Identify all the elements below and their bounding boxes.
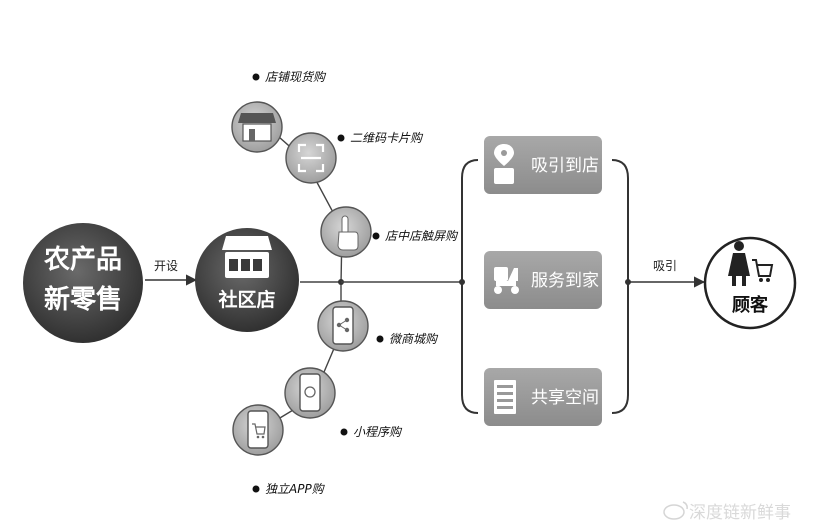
edge-label-attract: 吸引 — [653, 259, 677, 273]
store-icon — [222, 236, 272, 278]
channel-label-1: 店铺现货购 — [252, 70, 327, 84]
source-node: 农产品 新零售 — [23, 223, 143, 343]
svg-text:店中店触屏购: 店中店触屏购 — [385, 229, 459, 243]
channel-touchscreen — [320, 206, 372, 258]
channel-label-4: 微商城购 — [376, 332, 439, 346]
watermark: 深度链新鲜事 — [663, 501, 791, 523]
phone-cart-icon — [247, 410, 269, 449]
svg-text:独立APP购: 独立APP购 — [265, 482, 326, 496]
service-label-2: 服务到家 — [531, 271, 599, 291]
qr-scan-icon — [297, 143, 325, 173]
shelf-icon — [494, 380, 516, 414]
scooter-icon — [494, 267, 519, 294]
weibo-logo-icon — [663, 501, 688, 520]
service-label-1: 吸引到店 — [531, 156, 599, 176]
shopper-icon — [728, 241, 774, 286]
right-bracket — [611, 159, 629, 414]
svg-text:深度链新鲜事: 深度链新鲜事 — [689, 503, 791, 523]
store-pin-icon — [494, 144, 514, 184]
source-label-1: 农产品 — [43, 245, 122, 275]
channel-label-6: 独立APP购 — [252, 482, 326, 496]
customer-node: 顾客 — [703, 236, 797, 330]
service-label-3: 共享空间 — [531, 388, 599, 408]
hub-label: 社区店 — [217, 288, 275, 311]
channel-micro-mall — [317, 300, 369, 352]
phone-share-icon — [332, 306, 354, 345]
customer-label: 顾客 — [732, 294, 769, 316]
bracket-dot-left — [459, 279, 465, 285]
svg-text:二维码卡片购: 二维码卡片购 — [350, 131, 424, 145]
source-label-2: 新零售 — [44, 284, 122, 315]
svg-text:微商城购: 微商城购 — [389, 332, 439, 346]
channel-label-2: 二维码卡片购 — [337, 131, 424, 145]
left-bracket — [461, 159, 479, 414]
svg-text:店铺现货购: 店铺现货购 — [265, 70, 327, 84]
touch-hand-icon — [337, 215, 359, 251]
channel-storefront — [231, 101, 283, 153]
hub-node: 社区店 — [195, 228, 299, 332]
channel-standalone-app — [232, 404, 284, 456]
service-box-home-delivery: 服务到家 — [484, 251, 602, 309]
channel-label-3: 店中店触屏购 — [372, 229, 459, 243]
channel-label-5: 小程序购 — [340, 425, 403, 439]
service-box-visit-store: 吸引到店 — [484, 136, 602, 194]
phone-miniapp-icon — [299, 373, 321, 412]
channel-qr-card — [285, 132, 337, 184]
edge-label-open: 开设 — [154, 259, 178, 273]
svg-text:小程序购: 小程序购 — [353, 425, 403, 439]
service-box-shared-space: 共享空间 — [484, 368, 602, 426]
channel-mini-program — [284, 367, 336, 419]
storefront-icon — [238, 113, 276, 142]
